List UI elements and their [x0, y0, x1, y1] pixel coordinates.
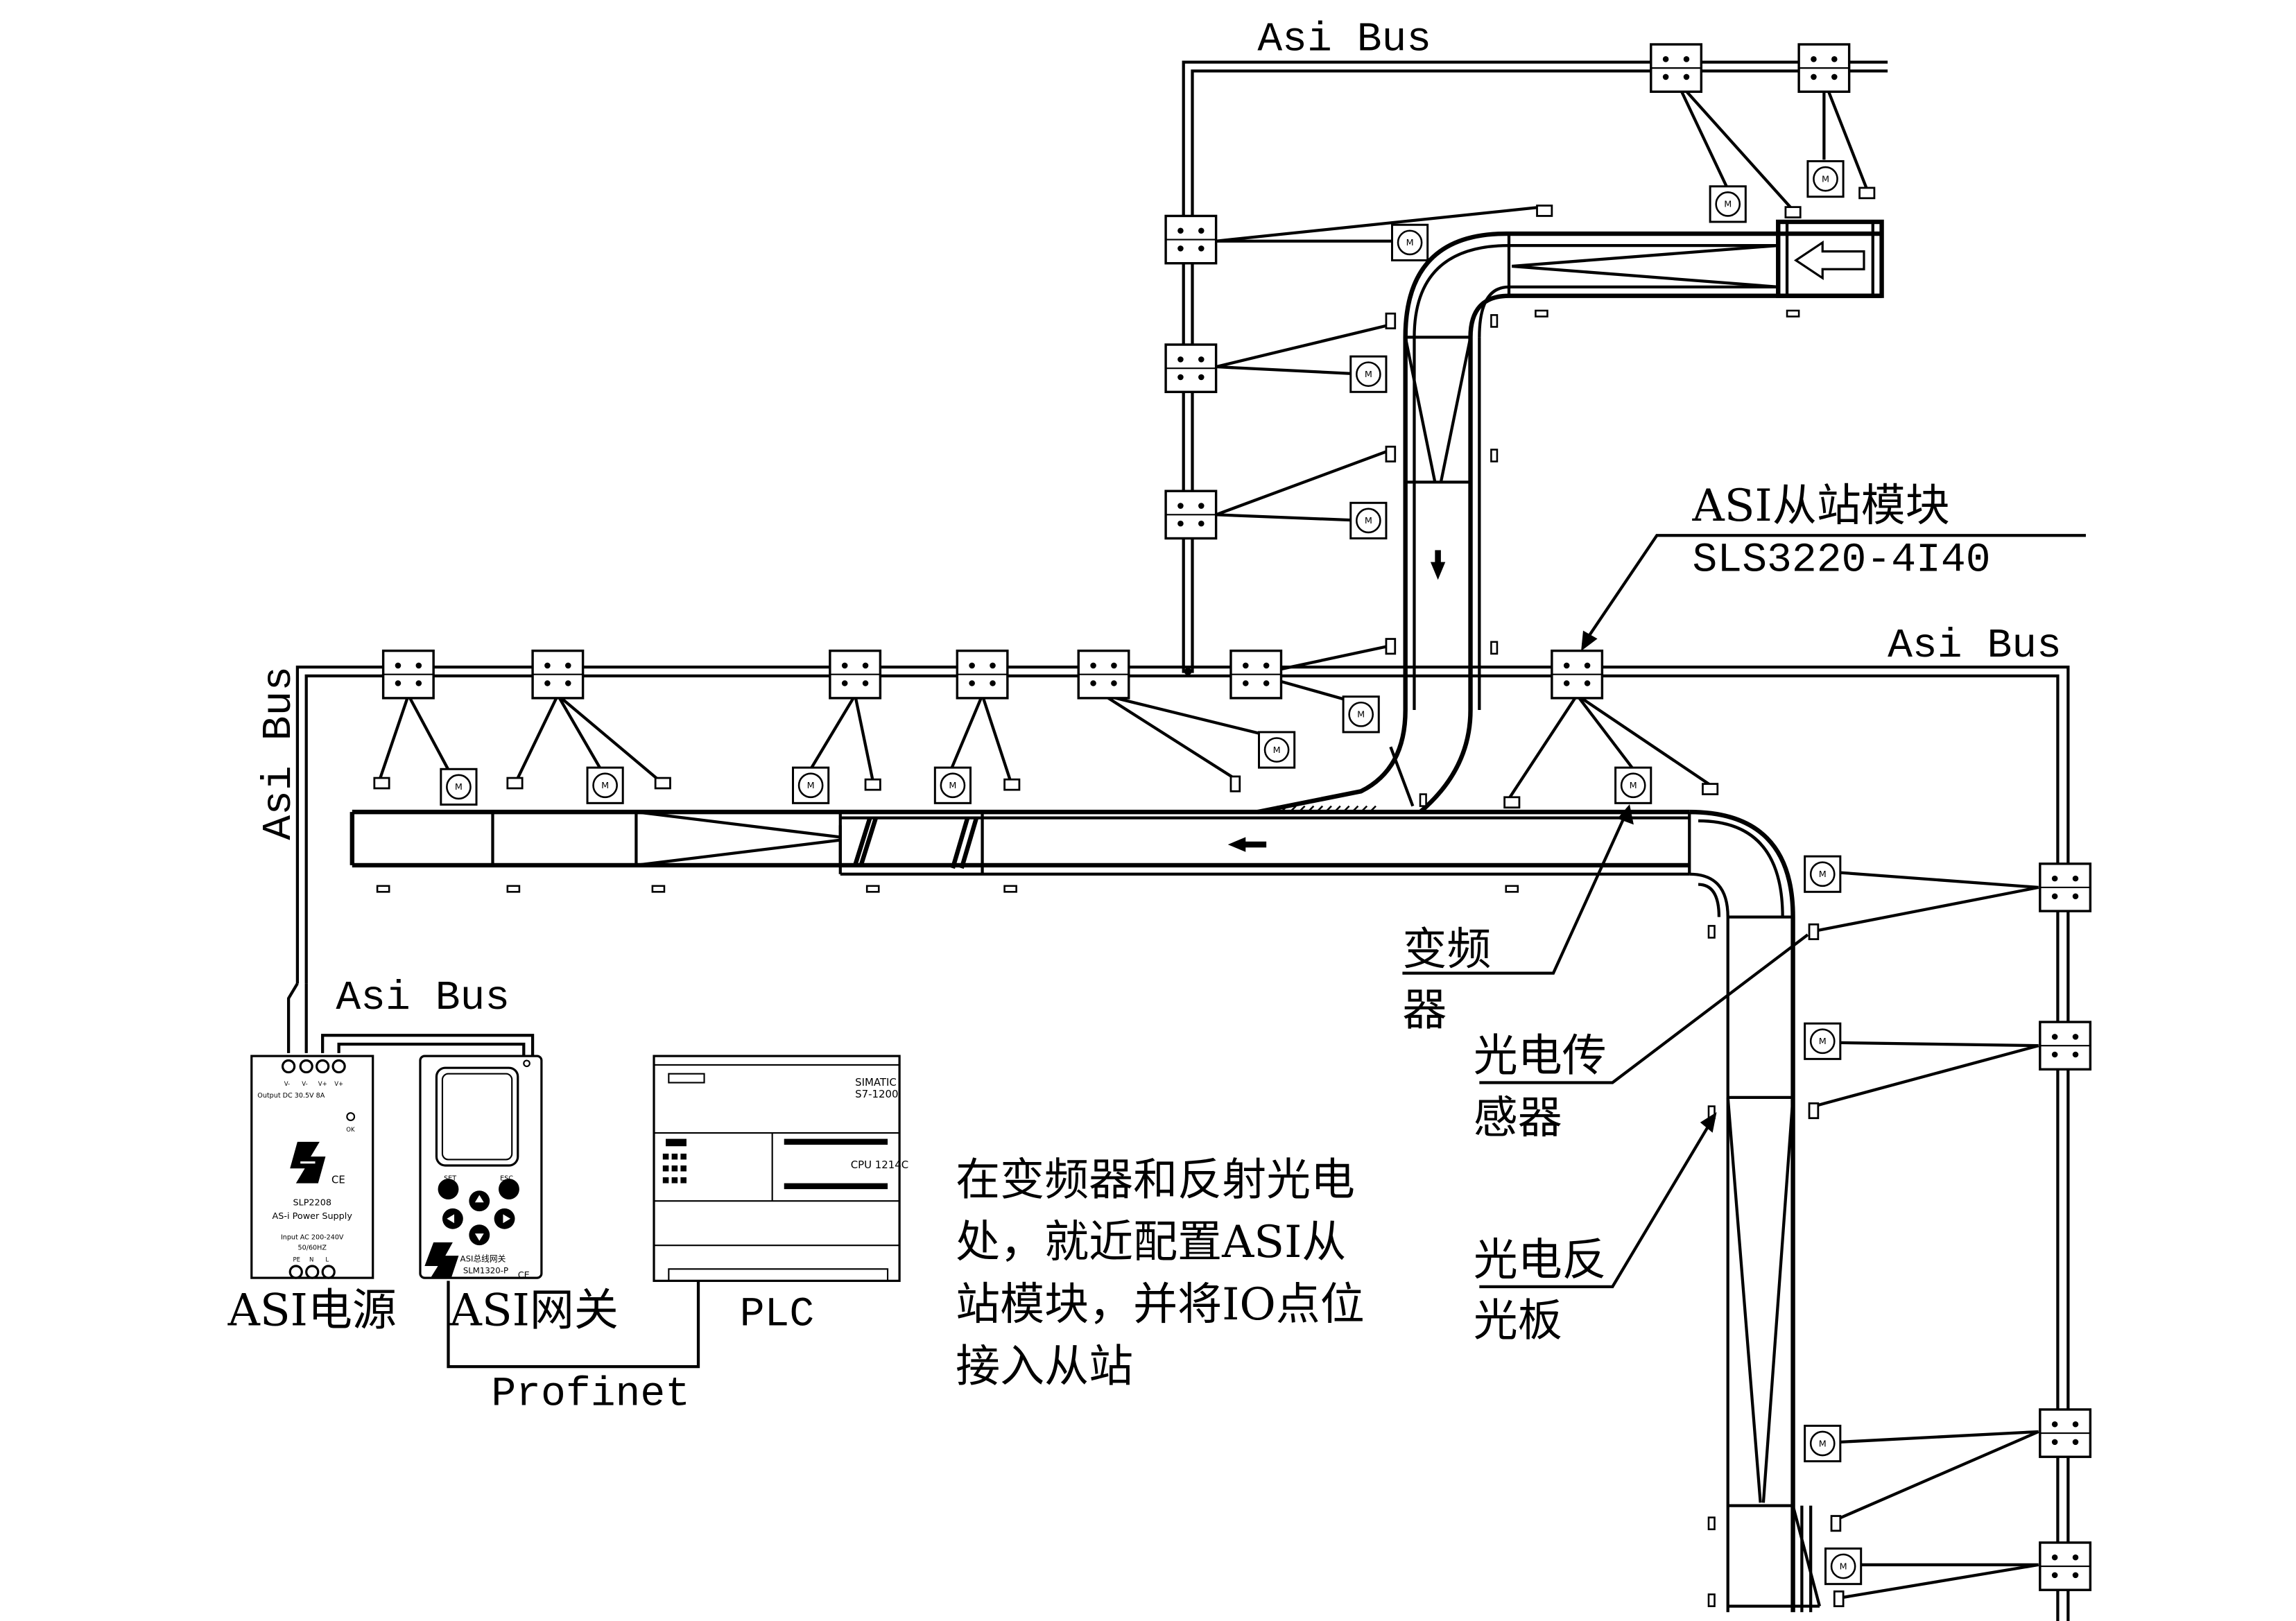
- note-line-2: 处，就近配置ASI从: [956, 1217, 1346, 1268]
- ps-ok: OK: [346, 1127, 355, 1134]
- gw-set-label: SET: [444, 1174, 456, 1182]
- gw-esc-button: [499, 1179, 519, 1200]
- ps-name: AS-i Power Supply: [273, 1211, 353, 1222]
- plc-brand: SIMATIC: [855, 1076, 897, 1089]
- asi-power-caption: ASI电源: [227, 1285, 397, 1336]
- gw-name: ASI总线网关: [460, 1254, 506, 1264]
- asi-bus-top-label: Asi Bus: [1257, 16, 1431, 63]
- asi-gateway-caption: ASI网关: [449, 1285, 619, 1336]
- gw-ce: CE: [518, 1270, 530, 1281]
- asi-gateway: SET ESC ASI总线网关 SLM1320-P CE: [419, 1055, 543, 1281]
- ps-term-1: V-: [284, 1081, 290, 1088]
- asi-power-supply: V- V- V+ V+ Output DC 30.5V 8A OK CE SLP…: [250, 1055, 374, 1279]
- conveyor-line: [349, 219, 1884, 1613]
- plc-model: S7-1200: [855, 1088, 898, 1100]
- slave-module-model: SLS3220-4I40: [1693, 536, 1991, 583]
- ps-term-l: L: [325, 1257, 329, 1264]
- vfd-label-2: 器: [1402, 985, 1447, 1036]
- gw-model: SLM1320-P: [463, 1266, 508, 1276]
- reflector-label-1: 光电反: [1474, 1235, 1607, 1286]
- reflector-label-2: 光板: [1474, 1295, 1562, 1346]
- ps-output: Output DC 30.5V 8A: [257, 1092, 325, 1100]
- plc-caption: PLC: [740, 1290, 815, 1337]
- asi-slave-modules: [379, 43, 2092, 1599]
- ps-term-2: V-: [302, 1081, 307, 1088]
- note-line-3: 站模块，并将IO点位: [956, 1279, 1365, 1330]
- note-line-1: 在变频器和反射光电: [956, 1155, 1355, 1206]
- ps-term-4: V+: [334, 1081, 343, 1088]
- plc-cpu: CPU 1214C: [851, 1159, 908, 1171]
- leader-lines: [1402, 534, 2086, 1289]
- note-line-4: 接入从站: [956, 1341, 1133, 1392]
- plc-device: SIMATIC S7-1200 CPU 1214C: [653, 1055, 908, 1282]
- profinet-label: Profinet: [491, 1371, 690, 1418]
- ps-input: Input AC 200-240V: [281, 1234, 344, 1242]
- photo-sensor-label-1: 光电传: [1474, 1030, 1607, 1082]
- ps-freq: 50/60HZ: [298, 1245, 327, 1252]
- asi-bus-right-label: Asi Bus: [1888, 622, 2062, 669]
- gw-esc-label: ESC: [500, 1174, 513, 1182]
- ps-model: SLP2208: [293, 1198, 331, 1208]
- asi-bus-ps-label: Asi Bus: [336, 974, 510, 1021]
- vfd-label-1: 变频: [1402, 924, 1491, 976]
- asi-bus-left-label: Asi Bus: [255, 666, 302, 840]
- ps-term-3: V+: [318, 1081, 327, 1088]
- photo-sensor-label-2: 感器: [1474, 1093, 1562, 1144]
- ps-term-n: N: [309, 1257, 313, 1264]
- ps-logo-icon: [290, 1141, 326, 1184]
- ps-ce: CE: [331, 1174, 345, 1186]
- slave-module-title: ASI从站模块: [1692, 480, 1950, 532]
- gw-logo-icon: [424, 1242, 459, 1278]
- ps-term-pe: PE: [293, 1257, 301, 1264]
- profinet-link: [447, 1281, 700, 1369]
- gw-set-button: [438, 1179, 459, 1200]
